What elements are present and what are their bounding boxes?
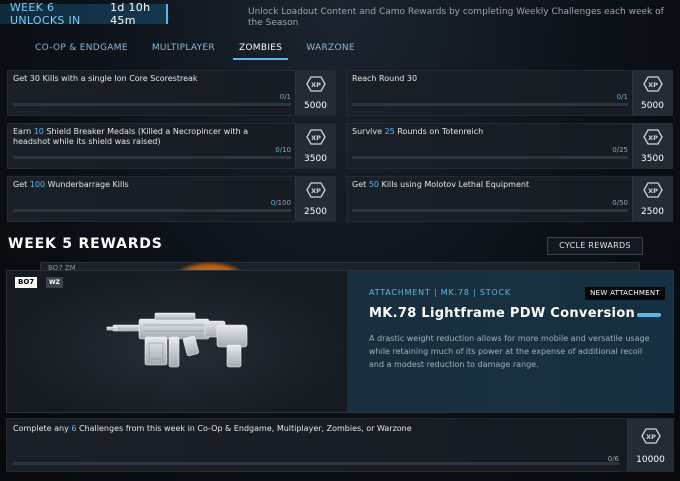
xp-icon: XP xyxy=(640,428,661,444)
challenge-progress: 0/25 xyxy=(612,146,628,154)
xp-value: 10000 xyxy=(636,455,665,465)
xp-reward: XP 5000 xyxy=(295,71,335,115)
svg-text:XP: XP xyxy=(311,134,321,142)
challenge-progress: 0/1 xyxy=(616,93,628,101)
challenge-progress: 0/1 xyxy=(279,93,291,101)
xp-icon: XP xyxy=(642,182,663,198)
reward-preview: BO7 WZ xyxy=(7,271,347,412)
xp-reward: XP 5000 xyxy=(632,71,672,115)
header-description: Unlock Loadout Content and Camo Rewards … xyxy=(248,7,664,28)
tab-zombies[interactable]: ZOMBIES xyxy=(227,42,294,60)
progress-bar xyxy=(352,156,628,159)
challenge-description: Reach Round 30 xyxy=(352,74,418,83)
xp-value: 5000 xyxy=(304,101,327,111)
progress-bar xyxy=(13,103,291,106)
challenge-description: Earn 10 Shield Breaker Medals (Killed a … xyxy=(13,127,249,146)
xp-value: 3500 xyxy=(641,154,664,164)
svg-text:XP: XP xyxy=(311,81,321,89)
xp-icon: XP xyxy=(642,76,663,92)
svg-text:XP: XP xyxy=(648,81,658,89)
challenge-description: Survive 25 Rounds on Totenreich xyxy=(352,127,484,136)
cycle-rewards-button[interactable]: CYCLE REWARDS xyxy=(547,237,643,255)
week-completion-challenge[interactable]: Complete any 6 Challenges from this week… xyxy=(6,418,674,472)
xp-reward: XP 3500 xyxy=(295,124,335,168)
xp-icon: XP xyxy=(305,182,326,198)
unlock-label: WEEK 6 UNLOCKS IN xyxy=(10,1,81,27)
xp-value: 5000 xyxy=(641,101,664,111)
xp-icon: XP xyxy=(642,129,663,145)
challenge-card[interactable]: Reach Round 30 0/1 XP 5000 xyxy=(346,70,673,116)
unlock-timer-banner: WEEK 6 UNLOCKS IN 1d 10h 45m xyxy=(0,1,168,27)
progress-bar xyxy=(13,209,291,212)
bo7-badge: BO7 xyxy=(15,277,38,288)
challenge-progress: 0/100 xyxy=(270,199,291,207)
xp-value: 2500 xyxy=(304,207,327,217)
progress-bar xyxy=(352,209,628,212)
xp-reward: XP 10000 xyxy=(627,419,673,471)
challenge-card[interactable]: Get 100 Wunderbarrage Kills 0/100 XP 250… xyxy=(7,176,336,222)
weapon-attachment-image xyxy=(106,312,248,368)
challenge-description: Get 100 Wunderbarrage Kills xyxy=(13,180,129,189)
wz-badge: WZ xyxy=(46,277,63,288)
reward-description: A drastic weight reduction allows for mo… xyxy=(369,334,650,369)
tab-warzone[interactable]: WARZONE xyxy=(306,43,355,53)
svg-text:XP: XP xyxy=(648,187,658,195)
xp-reward: XP 2500 xyxy=(295,177,335,221)
tab-coop-endgame[interactable]: CO-OP & ENDGAME xyxy=(35,43,128,53)
challenge-card[interactable]: Get 30 Kills with a single Ion Core Scor… xyxy=(7,70,336,116)
xp-icon: XP xyxy=(305,76,326,92)
reward-category: ATTACHMENT | MK.78 | STOCK xyxy=(369,288,511,297)
xp-value: 3500 xyxy=(304,154,327,164)
tab-multiplayer[interactable]: MULTIPLAYER xyxy=(151,43,215,53)
challenge-card[interactable]: Earn 10 Shield Breaker Medals (Killed a … xyxy=(7,123,336,169)
xp-reward: XP 2500 xyxy=(632,177,672,221)
stacked-reward-logo: BO7 ZM xyxy=(48,264,76,272)
mode-tabs: CO-OP & ENDGAME MULTIPLAYER ZOMBIES WARZ… xyxy=(0,42,367,60)
progress-bar xyxy=(13,156,291,159)
challenge-card[interactable]: Get 50 Kills using Molotov Lethal Equipm… xyxy=(346,176,673,222)
xp-icon: XP xyxy=(305,129,326,145)
new-attachment-badge: NEW ATTACHMENT xyxy=(585,287,665,300)
challenge-progress: 0/50 xyxy=(612,199,628,207)
challenge-progress: 0/10 xyxy=(275,146,291,154)
progress-bar xyxy=(352,103,628,106)
challenge-description: Get 30 Kills with a single Ion Core Scor… xyxy=(13,74,198,83)
challenge-description: Complete any 6 Challenges from this week… xyxy=(13,424,412,433)
svg-text:XP: XP xyxy=(646,433,656,441)
xp-reward: XP 3500 xyxy=(632,124,672,168)
week5-rewards-title: WEEK 5 REWARDS xyxy=(8,236,163,252)
svg-text:XP: XP xyxy=(311,187,321,195)
reward-details: ATTACHMENT | MK.78 | STOCK NEW ATTACHMEN… xyxy=(347,271,673,412)
challenge-card[interactable]: Survive 25 Rounds on Totenreich 0/25 XP … xyxy=(346,123,673,169)
challenge-progress: 0/6 xyxy=(607,455,619,463)
reward-panel[interactable]: BO7 WZ xyxy=(6,270,674,413)
progress-bar xyxy=(13,462,619,465)
reward-title: MK.78 Lightframe PDW Conversion xyxy=(369,306,636,321)
xp-value: 2500 xyxy=(641,207,664,217)
unlock-time: 1d 10h 45m xyxy=(110,1,151,27)
challenge-description: Get 50 Kills using Molotov Lethal Equipm… xyxy=(352,180,530,189)
attachment-slider-icon xyxy=(637,313,661,317)
svg-text:XP: XP xyxy=(648,134,658,142)
